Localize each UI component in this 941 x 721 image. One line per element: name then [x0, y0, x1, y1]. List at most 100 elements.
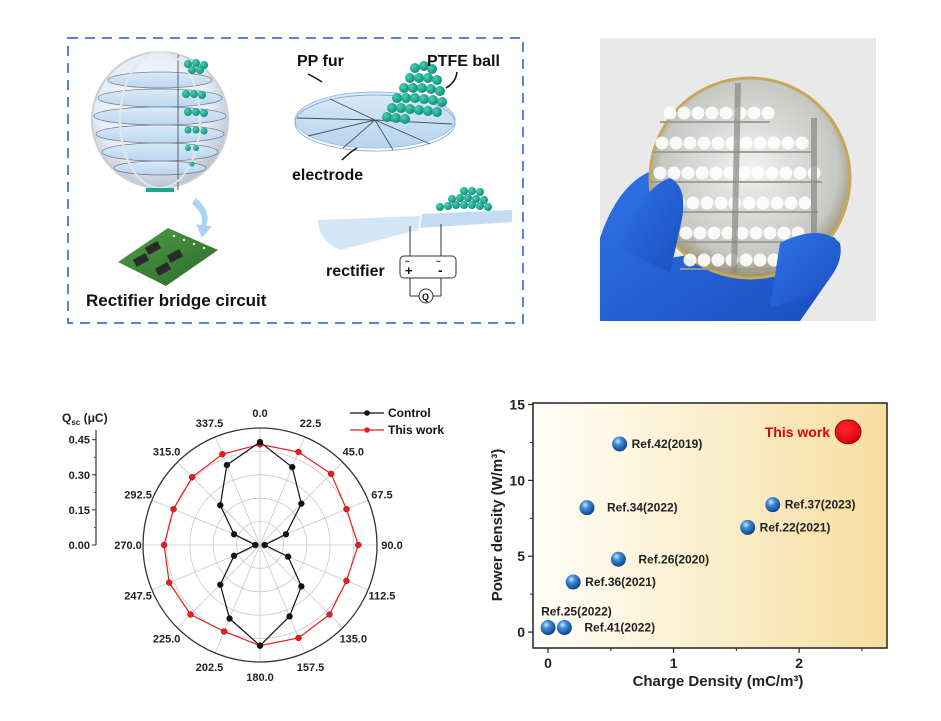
sphere-device-illustration [91, 51, 229, 192]
polar-point-this-work [295, 448, 302, 456]
schematic-frame [67, 37, 524, 324]
polar-point-control [223, 461, 231, 469]
point-ref-36-2021 [565, 574, 581, 590]
y-tick-label: 15 [509, 397, 525, 413]
radial-tick-label: 0.30 [69, 470, 90, 482]
ptfe-ball-in-photo [784, 196, 798, 210]
polar-spoke [259, 499, 369, 546]
ptfe-ball-in-photo [677, 106, 691, 120]
polar-angle-tick-label: 247.5 [124, 591, 152, 603]
device-photo [600, 38, 876, 321]
polar-angle-tick-label: 225.0 [153, 633, 181, 645]
electrode-disc-illustration [294, 61, 456, 152]
point-label-ref-37-2023: Ref.37(2023) [785, 498, 856, 512]
ac-right-symbol: ~ [436, 257, 441, 266]
ptfe-ball-in-photo [751, 166, 765, 180]
polar-angle-tick-label: 45.0 [343, 447, 364, 459]
polar-point-this-work [187, 611, 194, 618]
polar-spoke [151, 499, 261, 546]
ptfe-ball-in-photo [765, 166, 779, 180]
polar-point-this-work [343, 506, 350, 513]
polar-point-this-work [355, 541, 362, 549]
ptfe-ball-in-photo [737, 166, 751, 180]
ptfe-ball-in-photo [756, 196, 770, 210]
polar-point-this-work [343, 577, 350, 584]
ptfe-ball-in-photo [711, 136, 725, 150]
ptfe-ball-in-photo [777, 226, 791, 240]
radial-tick-label: 0.45 [69, 435, 90, 447]
x-tick-label: 0 [544, 655, 552, 671]
electrode-arrow [341, 147, 358, 161]
polar-point-control [217, 502, 224, 509]
ptfe-ball-in-photo [781, 136, 795, 150]
polar-point-control [261, 541, 268, 549]
polar-point-this-work [221, 628, 228, 635]
point-label-ref-22-2021: Ref.22(2021) [760, 520, 831, 534]
ptfe-ball-in-photo [695, 166, 709, 180]
ac-left-symbol: ~ [405, 257, 410, 266]
polar-point-control [282, 531, 290, 538]
point-ref-41-2022 [556, 620, 572, 636]
x-tick-label: 1 [670, 655, 678, 671]
ptfe-ball-in-photo [679, 226, 693, 240]
legend-control-marker [364, 410, 370, 416]
ptfe-ball-in-photo [700, 196, 714, 210]
ptfe-ball-in-photo [779, 166, 793, 180]
polar-point-this-work [160, 541, 168, 549]
radial-tick-label: 0.00 [69, 540, 90, 552]
ptfe-ball-in-photo [667, 166, 681, 180]
point-label-ref-42-2019: Ref.42(2019) [632, 437, 703, 451]
charge-meter-symbol: Q [422, 292, 429, 302]
point-label-ref-41-2022: Ref.41(2022) [584, 621, 655, 635]
y-tick-label: 0 [517, 624, 525, 640]
minus-terminal: - [438, 262, 443, 278]
polar-spoke [214, 544, 261, 654]
radial-axis-title-unit: (μC) [80, 411, 107, 425]
point-ref-34-2022 [579, 500, 595, 516]
ptfe-ball-in-photo [693, 226, 707, 240]
polar-point-this-work [327, 470, 335, 478]
polar-point-control [256, 438, 264, 446]
polar-point-control [256, 642, 264, 649]
ptfe-ball-in-photo [714, 196, 728, 210]
rectifier-bridge-pcb [118, 228, 218, 286]
ptfe-ball-in-photo [681, 166, 695, 180]
polar-point-this-work [170, 506, 177, 513]
ptfe-ball-in-photo [798, 196, 812, 210]
scatter-points: Ref.42(2019)Ref.34(2022)Ref.37(2023)Ref.… [540, 419, 862, 636]
y-tick-label: 10 [509, 472, 525, 488]
ptfe-ball-in-photo [761, 106, 775, 120]
ptfe-ball-in-photo [697, 136, 711, 150]
polar-point-this-work [219, 451, 226, 458]
radial-axis-title-main: Q [62, 411, 71, 425]
ptfe-ball-in-photo [707, 226, 721, 240]
polar-point-this-work [166, 579, 173, 586]
legend-thiswork-label: This work [388, 423, 444, 437]
polar-series [160, 438, 362, 649]
x-axis-title: Charge Density (mC/m³) [633, 673, 804, 690]
polar-angle-tick-label: 0.0 [252, 408, 267, 420]
polar-radial-axis: 0.000.150.300.45 [69, 430, 97, 552]
polar-point-control [217, 581, 224, 588]
polar-point-control [230, 552, 238, 559]
polar-chart: 0.022.545.067.590.0112.5135.0157.5180.02… [62, 406, 444, 684]
pp-fur-arrow [307, 73, 323, 83]
ptfe-ball-in-photo [739, 136, 753, 150]
polar-point-control [284, 553, 292, 560]
ptfe-ball-in-photo [711, 253, 725, 267]
polar-angle-tick-label: 22.5 [300, 418, 321, 430]
polar-point-control [298, 583, 305, 590]
polar-angle-tick-label: 157.5 [297, 662, 325, 674]
ptfe-ball-in-photo [697, 253, 711, 267]
polar-spoke [259, 544, 369, 591]
polar-point-control [230, 531, 238, 538]
point-ref-22-2021 [740, 519, 756, 535]
polar-angle-tick-label: 135.0 [340, 633, 368, 645]
rectifier-circuit-illustration [318, 187, 512, 304]
ptfe-ball-in-photo [653, 166, 667, 180]
plus-terminal: + [405, 263, 413, 278]
polar-angle-labels: 0.022.545.067.590.0112.5135.0157.5180.02… [114, 408, 402, 684]
polar-point-control [252, 541, 259, 549]
polar-point-control [289, 464, 296, 471]
